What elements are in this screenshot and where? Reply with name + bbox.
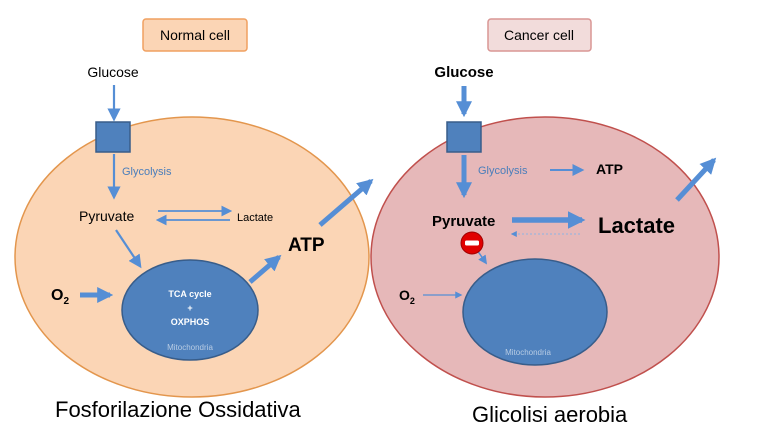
normal-mito-tca: TCA cycle: [168, 289, 211, 299]
normal-glucose-label: Glucose: [87, 64, 139, 80]
cancer-glucose-label: Glucose: [434, 64, 493, 81]
cancer-cell-panel: Cancer cell Mitochondria Glucose Glycoly…: [370, 18, 720, 398]
cancer-cell-header: Cancer cell: [504, 27, 574, 43]
normal-mitochondria: [121, 259, 259, 361]
normal-caption: Fosforilazione Ossidativa: [55, 397, 301, 422]
normal-atp-label: ATP: [288, 235, 325, 256]
normal-lactate-label: Lactate: [237, 212, 273, 224]
cancer-caption: Glicolisi aerobia: [472, 402, 628, 427]
cancer-glycolysis-atp-label: ATP: [596, 161, 623, 177]
normal-cell-header-box: [142, 18, 248, 52]
cancer-cell-header-box: [487, 18, 592, 52]
normal-cell-header: Normal cell: [160, 27, 230, 43]
normal-o2-label: O2: [51, 287, 69, 307]
cancer-lactate-label: Lactate: [598, 213, 675, 238]
minus-circle-icon: [460, 231, 484, 255]
cancer-transporter: [446, 121, 482, 153]
cancer-o2-label: O2: [399, 287, 415, 306]
normal-cell-panel: Normal cell TCA cycle + OXPHOS Mitochond…: [14, 18, 374, 398]
cancer-mitochondria: [462, 258, 608, 366]
cancer-mito-name: Mitochondria: [505, 348, 551, 357]
normal-mito-oxphos: OXPHOS: [171, 317, 210, 327]
normal-pyruvate-label: Pyruvate: [79, 208, 134, 224]
normal-mito-to-atp-arrow: [248, 254, 282, 284]
normal-mito-plus: +: [187, 303, 192, 313]
cancer-lactate-out-arrow: [675, 157, 717, 202]
normal-pyruvate-to-mito-arrow: [115, 229, 142, 269]
cancer-pyruvate-label: Pyruvate: [432, 213, 495, 230]
normal-mito-name: Mitochondria: [167, 343, 213, 352]
cancer-glycolysis-label: Glycolysis: [478, 165, 528, 177]
normal-cell-body: [14, 116, 370, 398]
normal-transporter: [95, 121, 131, 153]
normal-glycolysis-label: Glycolysis: [122, 166, 172, 178]
normal-atp-out-arrow: [318, 178, 374, 227]
